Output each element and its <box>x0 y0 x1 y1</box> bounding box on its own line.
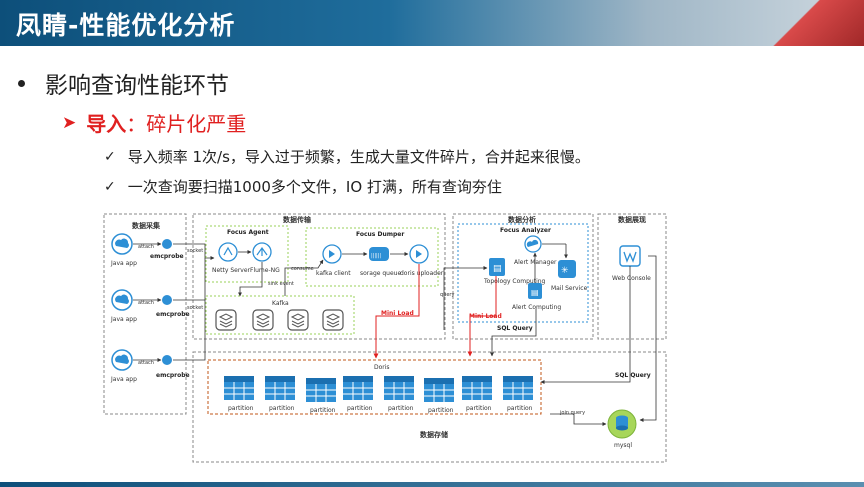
mini-load-label-1: Mini Load <box>381 310 414 317</box>
focus-dumper-title: Focus Dumper <box>356 231 404 238</box>
bullet-level2: ➤ 导入：碎片化严重 <box>62 108 246 137</box>
alert-computing-label: Alert Computing <box>512 304 561 311</box>
sql-query-label-1: SQL Query <box>497 325 533 332</box>
partition-label: partition <box>507 405 533 412</box>
focus-analyzer-title: Focus Analyzer <box>500 227 551 234</box>
section-label-transfer: 数据传输 <box>283 215 312 224</box>
consume-label: consume <box>291 266 314 272</box>
kafka-box <box>205 295 355 335</box>
bullet-level3: ✓ 导入频率 1次/s，导入过于频繁，生成大量文件碎片，合并起来很慢。 <box>104 146 590 167</box>
check-icon: ✓ <box>104 148 116 165</box>
partition-label: partition <box>269 405 295 412</box>
java-app-1: Java app <box>110 233 137 267</box>
attach-label: attach <box>138 300 154 306</box>
sink-event-label: sink event <box>268 281 294 287</box>
title-corner-decoration <box>744 0 864 46</box>
doris-label: Doris <box>374 364 390 371</box>
java-app-label: Java app <box>110 260 137 267</box>
section-analysis <box>452 213 594 340</box>
socket-label: socket <box>187 248 203 254</box>
join-query-label: join query <box>559 410 585 416</box>
bullet-text: 影响查询性能环节 <box>45 73 229 99</box>
mini-load-label-2: Mini Load <box>469 313 502 320</box>
bullet-text: 导入频率 1次/s，导入过于频繁，生成大量文件碎片，合并起来很慢。 <box>127 148 590 166</box>
bullet-rest: 碎片化严重 <box>146 112 247 136</box>
bullet-dot-icon <box>18 79 25 87</box>
probe-label: emcprobe <box>156 311 190 318</box>
footer-bar <box>0 482 864 487</box>
probe-label: emcprobe <box>156 372 190 379</box>
doris-box <box>207 359 542 415</box>
java-app-3: Java app <box>110 349 137 383</box>
mail-service-label: Mail Service <box>551 285 588 292</box>
bullet-level3: ✓ 一次查询要扫描1000多个文件，IO 打满，所有查询夯住 <box>104 176 502 197</box>
slide-title: 凤睛-性能优化分析 <box>16 11 236 40</box>
probe-icon <box>162 355 172 365</box>
flume-label: Flume-NG <box>250 267 280 274</box>
web-console-icon <box>619 245 641 267</box>
doris-uploader-label: doris uploader <box>400 270 444 277</box>
partition-label: partition <box>428 407 454 414</box>
netty-server-label: Netty Server <box>212 267 251 274</box>
socket-label: socket <box>187 305 203 311</box>
svg-text:▤: ▤ <box>493 264 502 274</box>
partition-label: partition <box>310 407 336 414</box>
section-collect <box>103 213 187 415</box>
attach-label: attach <box>138 360 154 366</box>
java-app-label: Java app <box>110 376 137 383</box>
java-app-2: Java app <box>110 289 137 323</box>
bullet-text: 导入：碎片化严重 <box>86 108 246 137</box>
section-label-analysis: 数据分析 <box>508 215 536 224</box>
netty-server-icon <box>218 242 238 262</box>
section-label-display: 数据展现 <box>618 215 646 224</box>
title-bar: 凤睛-性能优化分析 <box>0 0 864 46</box>
svg-text:||||||: |||||| <box>371 253 381 259</box>
web-console-label: Web Console <box>612 275 651 282</box>
kafka-label: Kafka <box>272 300 289 307</box>
bullet-label: 导入 <box>86 112 127 136</box>
arrow-bullet-icon: ➤ <box>62 112 77 133</box>
partition-list: partition partition partition partition … <box>223 375 534 414</box>
bullet-colon: ： <box>126 112 147 136</box>
focus-dumper-box <box>305 227 439 287</box>
bullet-level1: 影响查询性能环节 <box>18 66 229 100</box>
partition-label: partition <box>388 405 414 412</box>
focus-agent-title: Focus Agent <box>227 229 269 236</box>
section-display <box>597 213 667 340</box>
probe-label: emcprobe <box>150 253 184 260</box>
storage-queue-label: sorage queue <box>360 270 401 277</box>
partition-label: partition <box>466 405 492 412</box>
check-icon: ✓ <box>104 178 116 195</box>
focus-analyzer-box <box>457 223 589 323</box>
probe-icon <box>162 295 172 305</box>
kafka-client-label: kafka client <box>316 270 351 277</box>
focus-agent-box <box>205 225 289 283</box>
sql-query-label-2: SQL Query <box>615 372 651 379</box>
section-transfer <box>192 213 446 340</box>
svg-text:✳: ✳ <box>561 266 569 276</box>
partition-label: partition <box>347 405 373 412</box>
alert-manager-label: Alert Manager <box>514 259 557 266</box>
mail-service-icon <box>558 260 576 278</box>
query-label: query <box>440 292 454 298</box>
section-label-storage: 数据存储 <box>420 430 448 439</box>
alert-computing-icon <box>528 283 542 299</box>
storage-queue-icon <box>369 247 389 261</box>
section-label-collect: 数据采集 <box>132 221 161 230</box>
partition-label: partition <box>228 405 254 412</box>
attach-label: attach <box>138 244 154 250</box>
bullet-text: 一次查询要扫描1000多个文件，IO 打满，所有查询夯住 <box>127 178 502 196</box>
probe-icon <box>162 239 172 249</box>
topology-computing-icon <box>489 258 505 276</box>
mysql-label: mysql <box>614 442 632 449</box>
topology-computing-label: Topology Computing <box>483 278 546 285</box>
java-app-label: Java app <box>110 316 137 323</box>
svg-text:▤: ▤ <box>531 288 539 297</box>
section-storage <box>192 351 667 463</box>
